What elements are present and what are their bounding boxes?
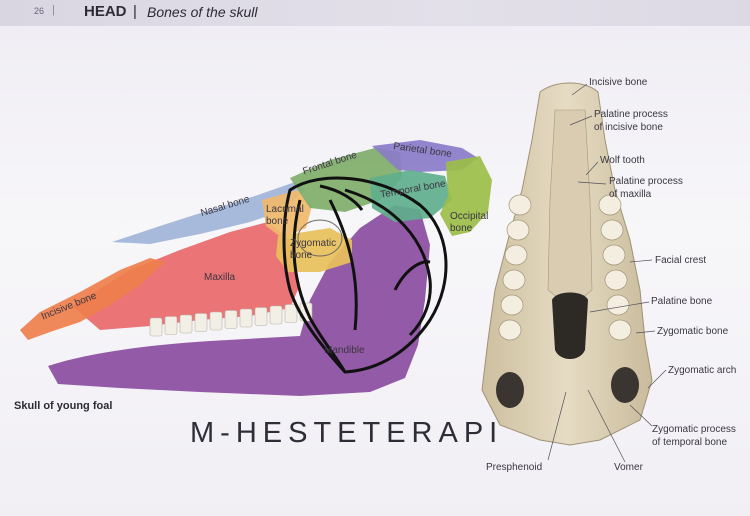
upper-teeth: [149, 302, 313, 337]
label-palatine-bone: Palatine bone: [651, 296, 713, 307]
incisive-region: [20, 258, 165, 340]
right-zygomatic-fossa: [611, 367, 639, 403]
label-incisive-bone-ventral: Incisive bone: [589, 77, 648, 88]
upper-tooth: [239, 308, 253, 328]
horse-logo: [282, 176, 448, 374]
right-molar: [598, 194, 622, 216]
label-presphenoid: Presphenoid: [486, 462, 543, 473]
label-zygomatic-bone-ventral: Zygomatic bone: [657, 326, 729, 337]
upper-tooth: [209, 311, 223, 331]
label-palatine-process-maxilla-line2: of maxilla: [609, 189, 652, 200]
page-header: 26 | HEAD | Bones of the skull: [0, 0, 750, 26]
left-molar: [508, 194, 532, 216]
upper-tooth: [254, 307, 268, 326]
leader-lines: [547, 83, 667, 463]
figure-caption: Skull of young foal: [14, 400, 113, 412]
label-zygomatic-process: Zygomatic process: [652, 424, 736, 435]
label-zygomatic-arch: Zygomatic arch: [668, 365, 737, 376]
label-occipital-bone: Occipital bone: [450, 211, 489, 234]
left-molar: [498, 319, 522, 341]
label-palatine-process-maxilla: Palatine process: [609, 176, 683, 187]
page-number: 26: [34, 6, 45, 16]
left-molar: [506, 219, 530, 241]
page-subtitle: Bones of the skull: [147, 4, 258, 20]
temporal-region: [370, 170, 452, 222]
label-mandible: Mandible: [324, 345, 365, 356]
occipital-region: [440, 156, 492, 236]
section-title: HEAD: [84, 3, 127, 20]
lateral-skull-figure: [20, 140, 492, 396]
molar-rows: [498, 194, 632, 341]
upper-tooth: [179, 314, 193, 334]
label-zygomatic-process-line2: of temporal bone: [652, 437, 728, 448]
label-wolf-tooth: Wolf tooth: [600, 155, 645, 166]
palate-channel: [547, 109, 593, 301]
label-lacrimal-bone: Lacrimal bone: [266, 204, 304, 227]
mandible-region: [48, 205, 430, 396]
right-molar: [608, 319, 632, 341]
label-palatine-process-incisive-line2: of incisive bone: [594, 122, 663, 133]
right-molar: [602, 244, 626, 266]
title-divider: |: [133, 3, 137, 20]
upper-tooth: [224, 310, 238, 329]
left-molar: [502, 269, 526, 291]
ventral-skull-figure: [481, 82, 667, 463]
label-maxilla: Maxilla: [204, 272, 236, 283]
maxilla-region: [72, 222, 300, 330]
label-facial-crest: Facial crest: [655, 255, 707, 266]
right-molar: [600, 219, 624, 241]
header-separator: |: [52, 4, 55, 16]
choanae-opening: [552, 292, 588, 359]
left-molar: [500, 294, 524, 316]
watermark-text: M-HESTETERAPI: [190, 417, 504, 449]
orbit: [297, 219, 343, 257]
label-zygomatic-bone: Zygomatic bone: [290, 238, 337, 261]
nasal-region: [112, 182, 305, 244]
upper-tooth: [164, 316, 178, 335]
label-palatine-process-incisive: Palatine process: [594, 109, 668, 120]
left-zygomatic-fossa: [496, 372, 524, 408]
upper-tooth: [194, 313, 208, 332]
upper-tooth: [149, 317, 163, 337]
upper-tooth: [269, 305, 283, 325]
right-molar: [606, 294, 630, 316]
right-molar: [604, 269, 628, 291]
label-vomer: Vomer: [614, 462, 643, 473]
upper-tooth: [284, 304, 298, 323]
left-molar: [504, 244, 528, 266]
